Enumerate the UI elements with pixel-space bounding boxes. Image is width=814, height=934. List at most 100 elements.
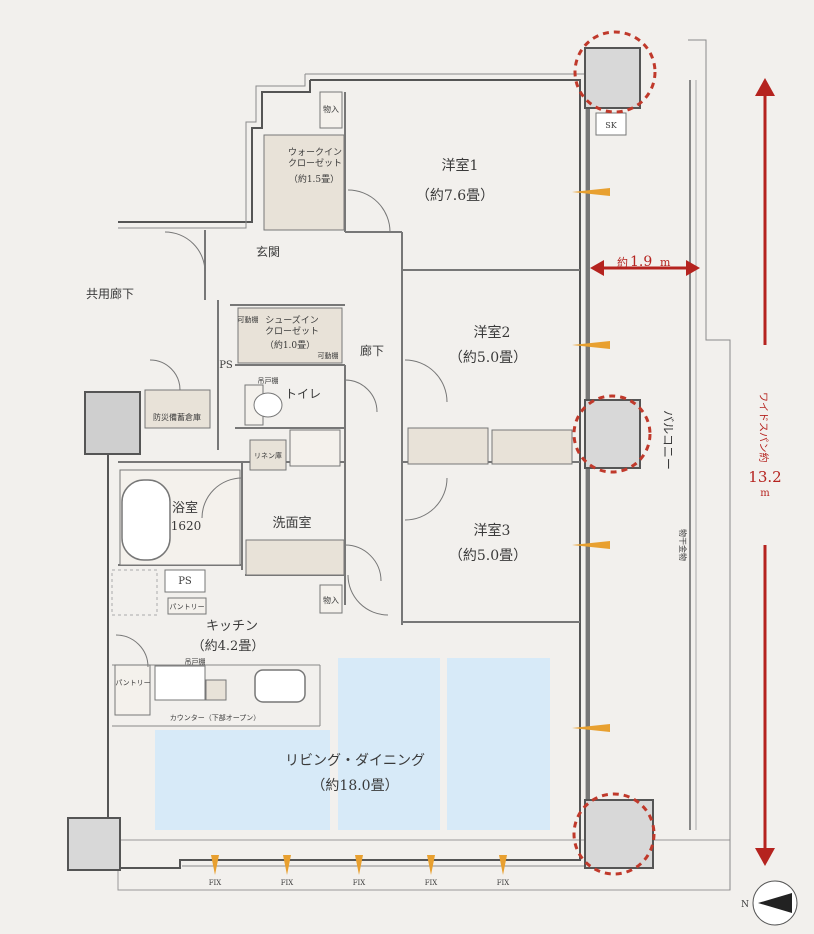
wide-span-arrow-bottom-head xyxy=(755,848,775,866)
walkin-line1: ウォークイン xyxy=(288,147,342,158)
bathtub xyxy=(121,479,171,561)
kitchen-name: キッチン xyxy=(206,619,258,634)
door-washroom xyxy=(344,544,382,582)
pillar-bottom-left xyxy=(67,817,121,871)
fix-window-marker-5 xyxy=(499,855,507,875)
walkin-size: （約1.5畳） xyxy=(289,173,339,185)
shoesin-line1: シューズイン xyxy=(265,314,319,326)
fridge-space xyxy=(111,569,158,616)
living-highlight-3 xyxy=(447,658,550,830)
fix-window-marker-1 xyxy=(211,855,219,875)
door-western2 xyxy=(404,359,448,403)
wide-span-arrow-top-head xyxy=(755,78,775,96)
fix-label-3: FIX xyxy=(353,879,366,887)
hanging-shelf-toilet-label: 吊戸棚 xyxy=(258,376,279,385)
side-window-marker-3 xyxy=(572,541,610,549)
pillar-top xyxy=(584,47,641,109)
western2-name: 洋室2 xyxy=(474,324,511,341)
washer-space xyxy=(289,429,341,467)
storage-bottom-box xyxy=(319,584,343,614)
washroom-name: 洗面室 xyxy=(272,515,311,531)
ps-kitchen-label: PS xyxy=(178,576,192,587)
door-living xyxy=(347,574,389,616)
common-corridor-name: 共用廊下 xyxy=(86,286,134,301)
western2-size: （約5.0畳） xyxy=(449,350,527,366)
wide-span-unit: m xyxy=(760,488,770,499)
balcony-name: バルコニー xyxy=(661,410,675,470)
fix-window-marker-4 xyxy=(427,855,435,875)
living-highlight-2 xyxy=(338,658,440,830)
storage-in-bottom-label: 物入 xyxy=(323,595,339,605)
upper-stepped-wall xyxy=(118,80,311,223)
bath-size: 1620 xyxy=(171,519,202,533)
ps-kitchen-box xyxy=(164,569,206,593)
vanity xyxy=(245,539,345,576)
linen-box xyxy=(249,439,287,471)
living-highlight-1 xyxy=(155,730,330,830)
walkin-line2: クローゼット xyxy=(288,157,342,169)
fix-label-5: FIX xyxy=(497,879,510,887)
walkin-closet xyxy=(263,134,345,231)
meter-box xyxy=(84,391,141,455)
depth-arrow-right-head xyxy=(686,260,700,276)
pantry-left-label: パントリー xyxy=(115,679,150,687)
depth-unit: m xyxy=(660,256,671,269)
pillar-highlight-bottom xyxy=(572,792,656,876)
movable-shelf-right: 可動棚 xyxy=(318,351,339,360)
door-pantry xyxy=(115,634,149,668)
door-western1 xyxy=(347,189,391,233)
hanging-shelf-kitchen-label: 吊戸棚 xyxy=(185,657,206,666)
disaster-storage-label: 防災備蓄倉庫 xyxy=(153,412,201,422)
balcony-right-outline xyxy=(688,39,731,890)
shoesin-line2: クローゼット xyxy=(265,325,319,337)
pillar-highlight-top xyxy=(573,30,657,114)
side-window-marker-2 xyxy=(572,341,610,349)
storage-top-box xyxy=(319,91,343,129)
toilet-bowl xyxy=(253,392,283,418)
side-window-marker-4 xyxy=(572,724,610,732)
fix-label-4: FIX xyxy=(425,879,438,887)
disaster-storage-box xyxy=(144,389,211,429)
pantry-top-box xyxy=(167,597,207,615)
fix-label-1: FIX xyxy=(209,879,222,887)
stove xyxy=(154,665,206,701)
wardrobe-w2 xyxy=(407,427,489,465)
pillar-highlight-middle xyxy=(572,394,652,474)
side-window-marker-1 xyxy=(572,188,610,196)
toilet-name: トイレ xyxy=(285,387,321,401)
upper-stepped-wall-outer xyxy=(118,74,306,229)
fix-window-marker-3 xyxy=(355,855,363,875)
storage-in-top-label: 物入 xyxy=(323,104,339,114)
living-name: リビング・ダイニング xyxy=(285,753,425,769)
kitchen-size: （約4.2畳） xyxy=(192,639,265,654)
depth-value: 1.9 xyxy=(630,254,652,270)
wide-span-value: 13.2 xyxy=(748,468,781,486)
door-storage xyxy=(149,359,181,391)
kitchen-sink xyxy=(254,669,306,703)
door-toilet xyxy=(344,379,378,413)
ps-top-label: PS xyxy=(219,360,233,371)
western3-name: 洋室3 xyxy=(474,522,511,539)
linen-label: リネン庫 xyxy=(254,451,282,460)
pillar-middle xyxy=(584,399,641,469)
pantry-left-box xyxy=(114,664,151,716)
wide-span-label: ワイドスパン約 xyxy=(757,392,770,463)
shoesin-size: （約1.0畳） xyxy=(265,339,315,351)
pantry-top-label: パントリー xyxy=(169,603,204,611)
stove-side-box xyxy=(205,679,227,701)
sk-label: SK xyxy=(605,121,617,130)
door-western3 xyxy=(404,477,448,521)
wardrobe-w3 xyxy=(491,429,573,465)
hallway-name: 廊下 xyxy=(360,343,384,358)
depth-arrow-left-head xyxy=(590,260,604,276)
exterior-wall xyxy=(98,79,581,869)
door-entrance xyxy=(164,231,206,273)
western3-size: （約5.0畳） xyxy=(449,548,527,564)
entrance-name: 玄関 xyxy=(256,244,280,259)
living-size: （約18.0畳） xyxy=(311,778,398,794)
door-bath xyxy=(201,477,243,519)
laundry-rack-label: 物干金物 xyxy=(678,529,688,561)
shoesin-closet xyxy=(237,307,343,364)
bath-name: 浴室 xyxy=(172,500,198,516)
